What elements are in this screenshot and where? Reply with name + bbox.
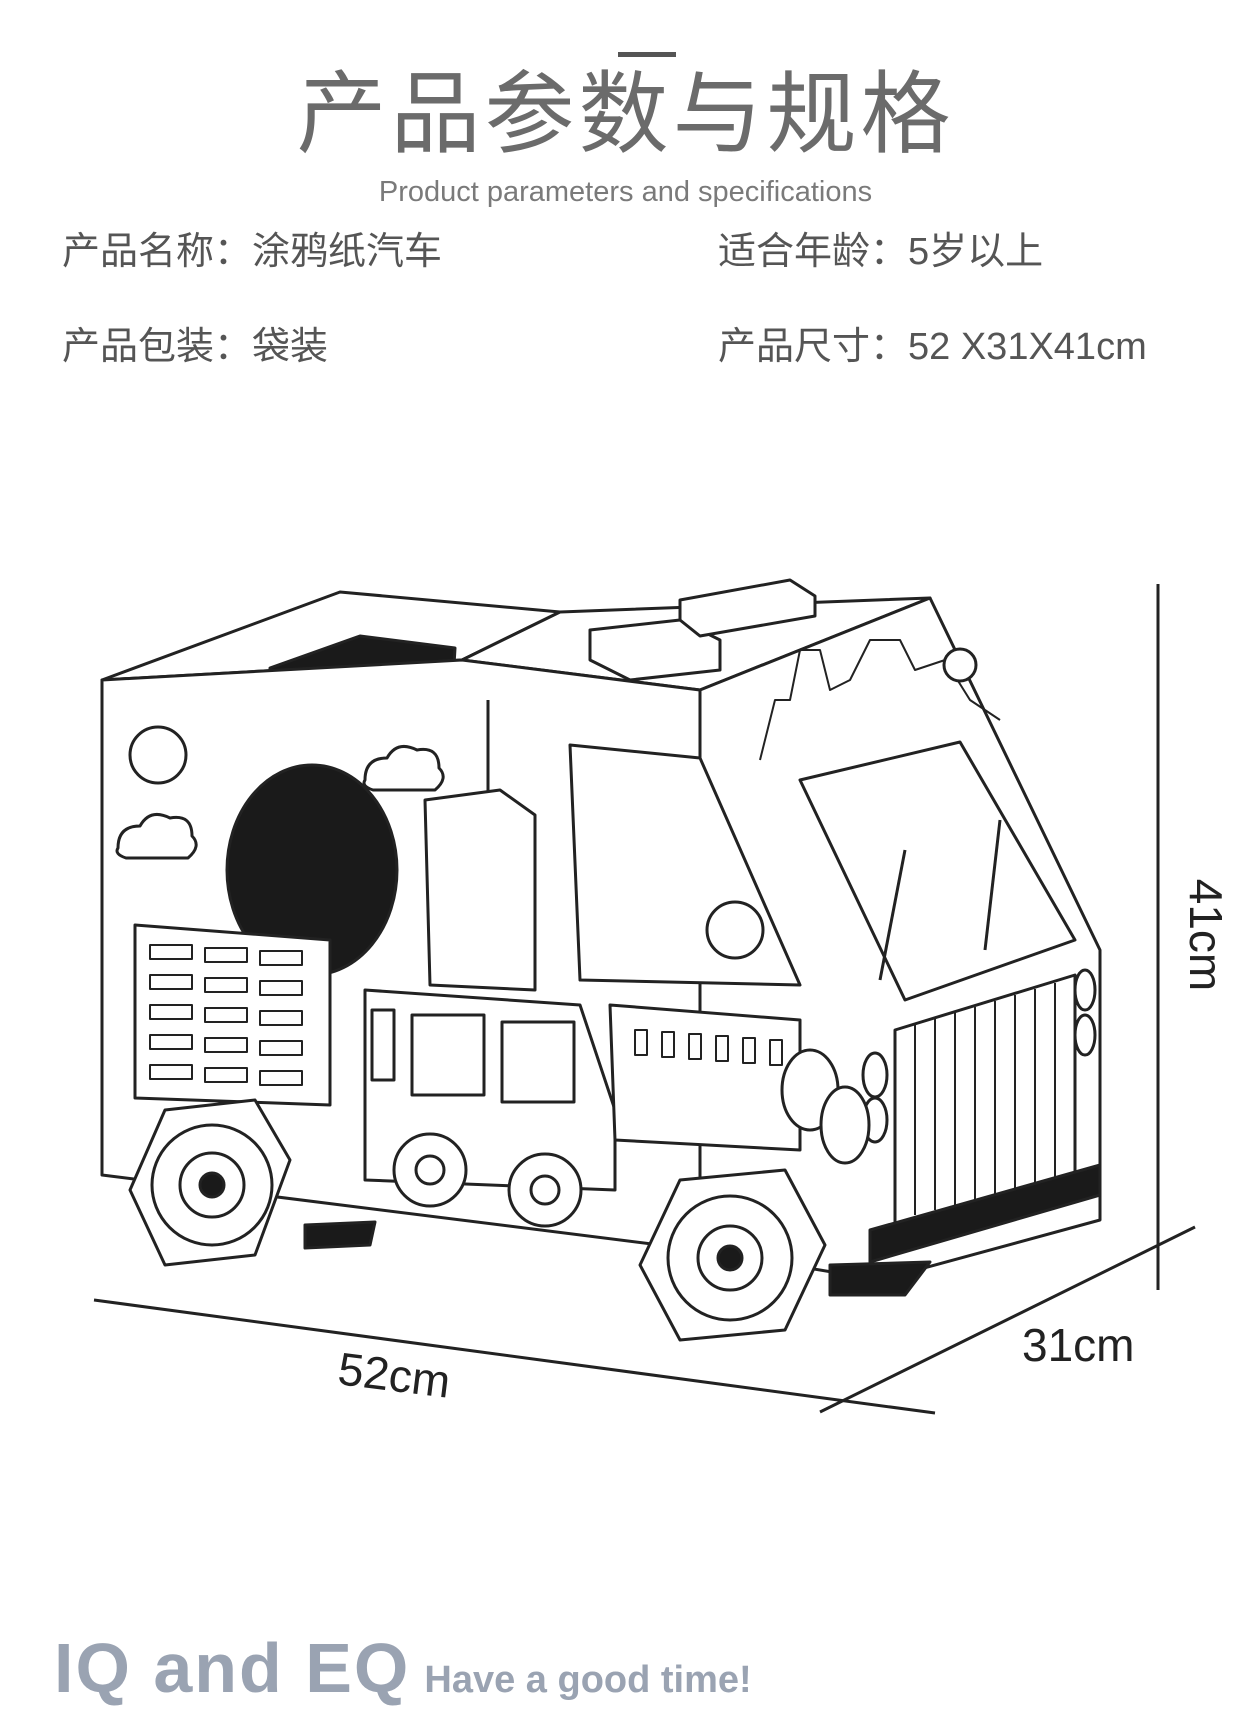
page-subtitle: Product parameters and specifications <box>378 176 873 208</box>
front-bumper <box>868 1163 1102 1264</box>
tower <box>423 788 537 992</box>
headlight-right <box>1073 968 1097 1012</box>
spec-value: 袋装 <box>252 326 329 368</box>
grille-slats <box>914 983 1056 1215</box>
rear-wheel-shadow <box>303 1220 377 1250</box>
spec-label: 产品包装： <box>62 324 253 368</box>
bus-window-1 <box>370 1008 396 1082</box>
title-dash <box>618 52 676 57</box>
bus-window-2 <box>410 1013 486 1097</box>
bus-window-3 <box>500 1020 576 1104</box>
sun <box>128 725 188 785</box>
building-left <box>133 923 332 1107</box>
cloud-left <box>115 812 198 860</box>
spec-value: 5岁以上 <box>908 231 1044 273</box>
cloud-right <box>362 744 445 792</box>
front-sun <box>942 647 978 683</box>
spec-package: 产品包装：袋装 <box>62 327 328 366</box>
slogan-small: Have a good time! <box>424 1659 752 1701</box>
spec-value: 52 X31X41cm <box>908 326 1147 368</box>
building-windows <box>149 944 303 1086</box>
spec-product-name: 产品名称：涂鸦纸汽车 <box>62 232 442 271</box>
wiper-left <box>878 849 907 981</box>
headlight-left <box>861 1051 889 1099</box>
tree-2 <box>819 1085 871 1165</box>
spec-label: 产品名称： <box>62 229 253 273</box>
wiper-right <box>983 819 1002 951</box>
footer-slogan: IQ and EQ Have a good time! <box>54 1628 752 1708</box>
slogan-big: IQ and EQ <box>54 1629 411 1707</box>
spec-value: 涂鸦纸汽车 <box>252 231 443 273</box>
dim-line-width <box>819 1225 1196 1414</box>
panel-bars <box>634 1029 783 1066</box>
page-title: 产品参数与规格 <box>296 62 955 167</box>
dim-width-label: 31cm <box>1022 1319 1135 1371</box>
side-panel <box>608 1003 802 1152</box>
dim-height-label: 41cm <box>1180 878 1233 992</box>
front-wheel-shadow <box>828 1260 932 1297</box>
spec-label: 产品尺寸： <box>718 324 909 368</box>
steering-wheel <box>705 900 765 960</box>
dim-line-length <box>93 1298 936 1415</box>
dim-length-label: 52cm <box>335 1342 454 1408</box>
spec-label: 适合年龄： <box>718 229 909 273</box>
windshield <box>798 740 1077 1002</box>
light-bar-top <box>678 578 817 638</box>
spec-size: 产品尺寸：52 X31X41cm <box>718 327 1147 366</box>
headlight-right-2 <box>1073 1013 1097 1057</box>
spec-age: 适合年龄：5岁以上 <box>718 232 1043 271</box>
